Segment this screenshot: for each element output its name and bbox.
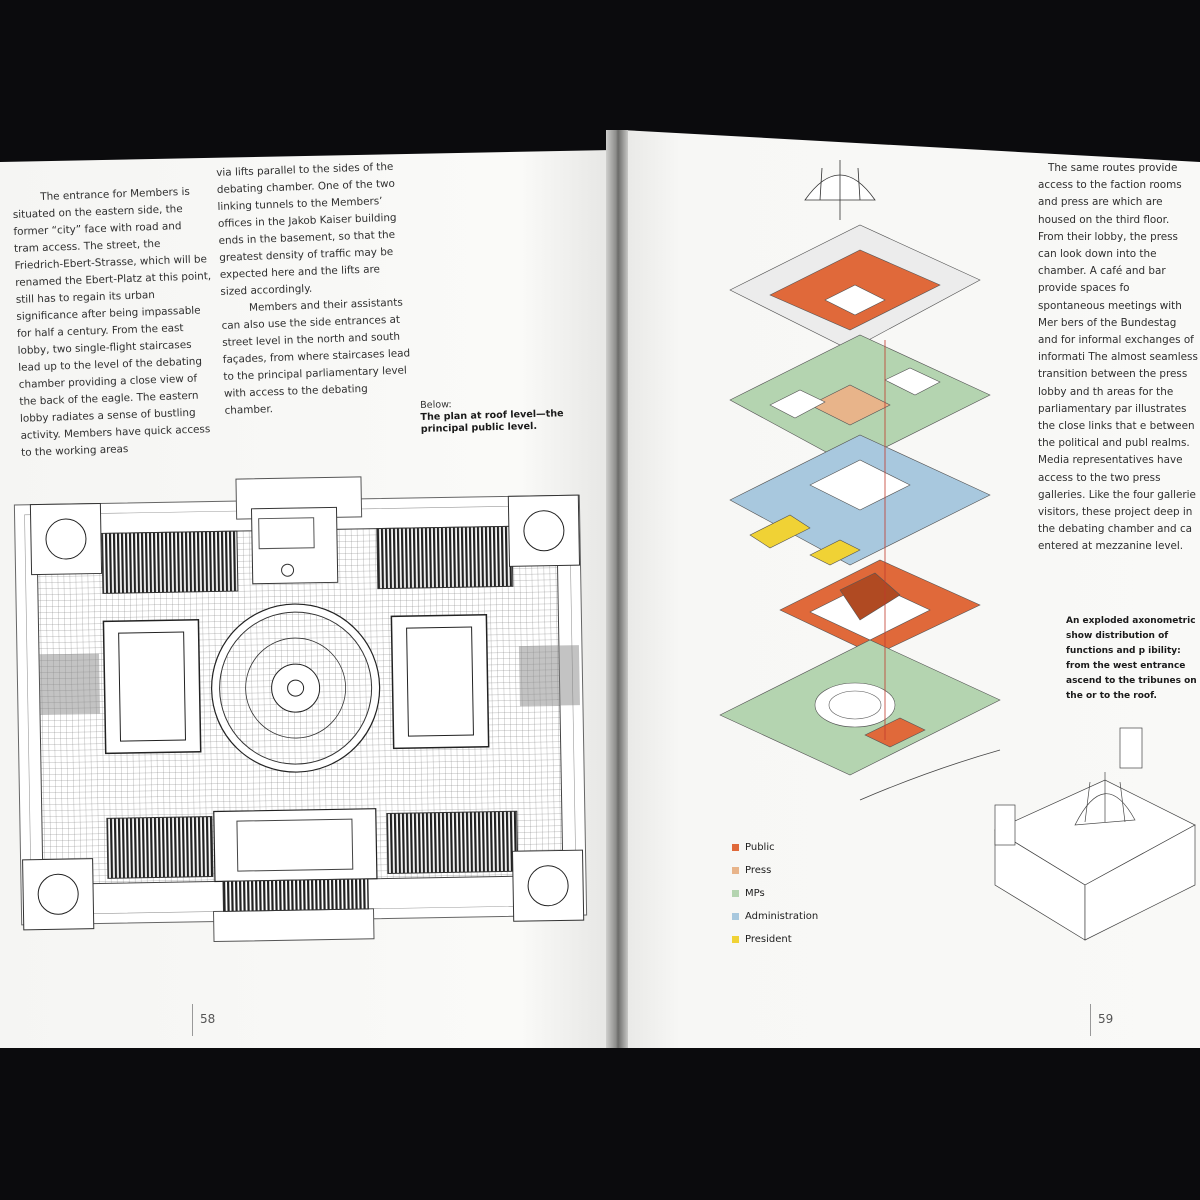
paragraph-press-routes: The same routes provide access to the fa… <box>1038 162 1198 553</box>
legend-item: MPs <box>732 882 818 905</box>
building-perspective-sketch <box>994 727 1196 941</box>
plan-caption: Below: The plan at roof level—the princi… <box>420 395 599 436</box>
legend-label: Press <box>745 865 772 876</box>
page-number-left: 58 <box>191 1004 216 1036</box>
roof-level-floor-plan <box>13 476 588 943</box>
legend-swatch <box>732 913 739 920</box>
legend-label: MPs <box>745 888 765 899</box>
legend-item: Press <box>732 859 818 882</box>
legend-label: President <box>745 934 792 945</box>
legend-item: Public <box>732 836 818 859</box>
legend-item: President <box>732 928 818 951</box>
legend-label: Public <box>745 842 775 853</box>
legend-swatch <box>732 890 739 897</box>
page-number-right: 59 <box>1089 1004 1114 1036</box>
left-text-column-1: The entrance for Members is situated on … <box>12 183 217 462</box>
right-text-column: The same routes provide access to the fa… <box>1038 160 1198 556</box>
paragraph-side-entrances: Members and their assistants can also us… <box>221 296 411 417</box>
dome-sketch <box>804 160 876 220</box>
axonometric-caption: An exploded axonometric show distributio… <box>1066 616 1197 701</box>
paragraph-lifts: via lifts parallel to the sides of the d… <box>216 160 397 298</box>
legend-label: Administration <box>745 911 819 922</box>
legend-swatch <box>732 844 739 851</box>
legend-item: Administration <box>732 905 818 928</box>
exploded-axonometric-drawing <box>719 160 1001 801</box>
book-gutter <box>606 130 628 1048</box>
caption-text: The plan at roof level—the principal pub… <box>420 408 564 435</box>
legend-swatch <box>732 936 739 943</box>
left-text-column-2: via lifts parallel to the sides of the d… <box>216 158 415 419</box>
paragraph-members-entrance: The entrance for Members is situated on … <box>12 185 212 459</box>
legend-swatch <box>732 867 739 874</box>
